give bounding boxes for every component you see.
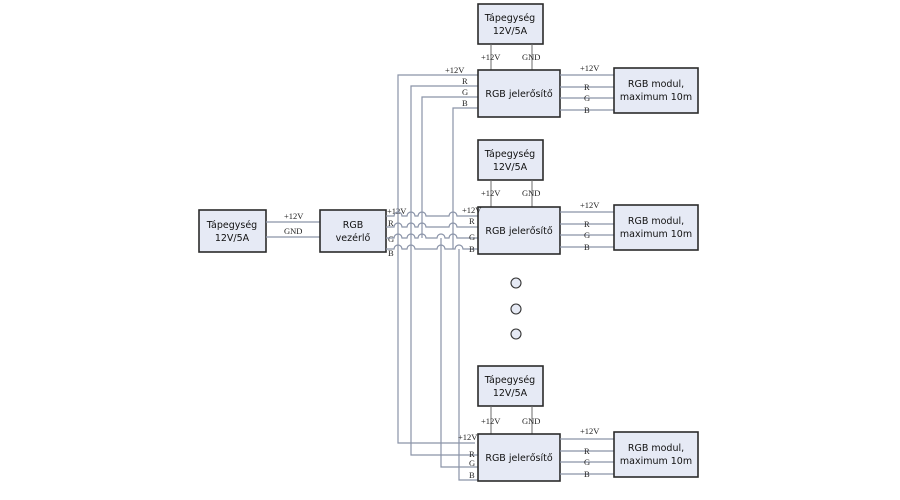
main-plus12v-label: +12V <box>284 211 304 221</box>
stage-middle-power-title: Tápegység <box>484 149 535 160</box>
bus-plus12v-to-bottom <box>397 216 475 444</box>
stage-bottom-amplifier-label: RGB jelerősítő <box>485 453 552 464</box>
controller-plus12v-label: +12V <box>387 206 407 216</box>
continuation-dot <box>510 303 522 315</box>
stage-bottom-module-subtitle: maximum 10m <box>620 456 692 467</box>
stage-top-amp-in-g: G <box>462 87 468 97</box>
controller-b-label: B <box>388 248 394 258</box>
main-power-rating: 12V/5A <box>215 233 250 244</box>
stage-middle-module-box <box>613 204 699 251</box>
stage-middle-module-subtitle: maximum 10m <box>620 229 692 240</box>
stage-middle-amplifier-label: RGB jelerősítő <box>485 226 552 237</box>
bus-g-to-bottom <box>440 238 478 468</box>
stage-middle-power-rating: 12V/5A <box>493 162 528 173</box>
stage-bottom-power-gnd-label: GND <box>522 416 540 426</box>
stage-middle-module-title: RGB modul, <box>628 216 684 227</box>
signal-bus <box>386 74 478 481</box>
bus-b-to-bottom <box>458 249 478 481</box>
bus-r-to-bottom <box>410 227 478 456</box>
main-power-box <box>198 209 267 253</box>
stage-bottom-power-plus-label: +12V <box>481 416 501 426</box>
stage-bottom-mod-in-g: G <box>584 457 590 467</box>
stage-top-module-subtitle: maximum 10m <box>620 92 692 103</box>
main-power-title: Tápegység <box>206 220 257 231</box>
bus-b-horizontal <box>386 244 478 250</box>
continuation-dot <box>510 277 522 289</box>
controller-title: RGB <box>343 220 363 231</box>
stage-top-module-box <box>613 67 699 114</box>
stage-bottom-mod-in-plus12v: +12V <box>580 426 600 436</box>
stage-middle-mod-in-g: G <box>584 230 590 240</box>
stage-middle-amp-in-plus12v: +12V <box>462 205 482 215</box>
stage-middle-amp-in-b: B <box>469 244 475 254</box>
stage-bottom-amp-in-g: G <box>469 458 475 468</box>
stage-top-mod-in-g: G <box>584 93 590 103</box>
stage-top-amp-in-b: B <box>462 98 468 108</box>
stage-middle-amp-in-r: R <box>469 216 475 226</box>
stage-top-amp-in-plus12v: +12V <box>445 65 465 75</box>
stage-bottom-module-title: RGB modul, <box>628 443 684 454</box>
bus-g-horizontal <box>386 233 478 239</box>
continuation-dots <box>510 277 522 340</box>
stage-top-mod-in-plus12v: +12V <box>580 63 600 73</box>
continuation-dot <box>510 328 522 340</box>
stage-top-power-gnd-label: GND <box>522 52 540 62</box>
stage-top-power-title: Tápegység <box>484 13 535 24</box>
stage-middle: Tápegység 12V/5A +12V GND RGB jelerősítő… <box>462 139 699 255</box>
stage-bottom-power-rating: 12V/5A <box>493 388 528 399</box>
main-gnd-label: GND <box>284 226 302 236</box>
stage-bottom-amp-in-r: R <box>469 449 475 459</box>
stage-bottom-power-title: Tápegység <box>484 375 535 386</box>
stage-bottom-power-box <box>477 365 544 407</box>
stage-top-mod-in-b: B <box>584 105 590 115</box>
stage-top-power-rating: 12V/5A <box>493 26 528 37</box>
bus-g-to-top <box>421 96 478 238</box>
stage-middle-power-box <box>477 139 544 181</box>
controller-g-label: G <box>388 234 394 244</box>
stage-top-amp-in-r: R <box>462 76 468 86</box>
stage-middle-power-plus-label: +12V <box>481 188 501 198</box>
stage-top-amplifier-label: RGB jelerősítő <box>485 89 552 100</box>
controller-r-label: R <box>388 218 394 228</box>
controller-box <box>319 209 387 253</box>
stage-bottom-amp-in-b: B <box>469 470 475 480</box>
stage-top-power-box <box>477 3 544 45</box>
stage-top-module-title: RGB modul, <box>628 79 684 90</box>
stage-middle-mod-in-plus12v: +12V <box>580 200 600 210</box>
stage-middle-amp-in-g: G <box>469 232 475 242</box>
stage-middle-amplifier-box <box>477 206 561 255</box>
stage-top: Tápegység 12V/5A +12V GND RGB jelerősítő… <box>445 3 699 118</box>
bus-b-to-top <box>452 107 478 249</box>
bus-r-horizontal <box>386 222 478 228</box>
stage-bottom-mod-in-r: R <box>584 446 590 456</box>
stage-bottom: Tápegység 12V/5A +12V GND RGB jelerősítő… <box>458 365 699 482</box>
main-power-supply: Tápegység 12V/5A <box>198 209 267 253</box>
stage-bottom-mod-in-b: B <box>584 469 590 479</box>
stage-middle-mod-in-b: B <box>584 242 590 252</box>
controller-subtitle: vezérlő <box>336 233 371 244</box>
stage-middle-power-gnd-label: GND <box>522 188 540 198</box>
stage-top-mod-in-r: R <box>584 82 590 92</box>
stage-bottom-module-box <box>613 431 699 478</box>
rgb-controller: RGB vezérlő <box>319 209 387 253</box>
stage-top-power-plus-label: +12V <box>481 52 501 62</box>
bus-plus12v-horizontal <box>386 211 478 217</box>
bus-plus12v-to-top <box>397 74 478 216</box>
stage-bottom-amp-in-plus12v: +12V <box>458 432 478 442</box>
bus-r-to-top <box>410 85 478 227</box>
stage-top-amplifier-box <box>477 69 561 118</box>
stage-bottom-amplifier-box <box>477 433 561 482</box>
stage-middle-mod-in-r: R <box>584 219 590 229</box>
